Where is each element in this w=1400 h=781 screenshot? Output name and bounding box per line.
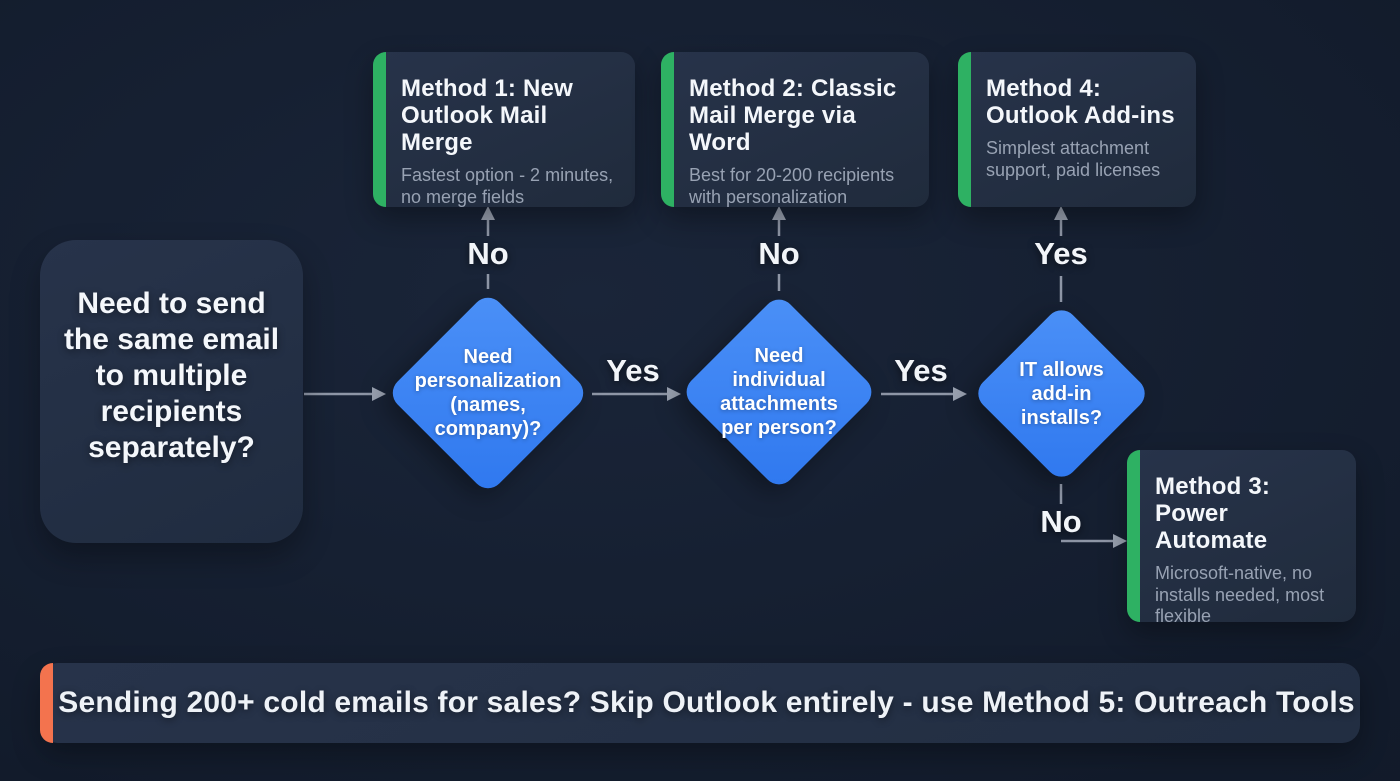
method-4-title: Method 4: Outlook Add-ins: [986, 75, 1175, 129]
green-accent-bar: [1127, 450, 1140, 622]
method-3-title: Method 3: Power Automate: [1155, 473, 1271, 554]
edge-label-yes-2: Yes: [894, 353, 948, 388]
orange-accent-bar: [40, 663, 53, 743]
method-2-title: Method 2: Classic Mail Merge via Word: [689, 75, 897, 156]
method-4-subtitle: Simplest attachment support, paid licens…: [986, 138, 1161, 180]
edge-label-yes-3: Yes: [1034, 236, 1088, 271]
edge-label-no-3: No: [1040, 504, 1082, 539]
start-node: Need to send the same email to multiple …: [40, 240, 303, 543]
method-1-subtitle: Fastest option - 2 minutes, no merge fie…: [401, 165, 614, 207]
edge-start-to-decision1: [304, 387, 386, 401]
decision-attachments: Need individual attachments per person?: [680, 293, 878, 491]
method-card-1: Method 1: New Outlook Mail Merge Fastest…: [373, 52, 635, 207]
edge-label-no-2: No: [758, 236, 800, 271]
decision-2-text: Need individual attachments per person?: [720, 345, 838, 439]
method-3-subtitle: Microsoft-native, no installs needed, mo…: [1155, 563, 1325, 626]
method-card-3: Method 3: Power Automate Microsoft-nativ…: [1127, 450, 1356, 626]
edge-decision2-to-decision3: [881, 387, 967, 401]
green-accent-bar: [661, 52, 674, 207]
method-card-4: Method 4: Outlook Add-ins Simplest attac…: [958, 52, 1196, 207]
method-2-subtitle: Best for 20-200 recipients with personal…: [689, 165, 895, 207]
method-card-2: Method 2: Classic Mail Merge via Word Be…: [661, 52, 929, 207]
footer-banner: Sending 200+ cold emails for sales? Skip…: [40, 663, 1360, 743]
green-accent-bar: [958, 52, 971, 207]
decision-1-text: Need personalization (names, company)?: [414, 346, 562, 440]
footer-banner-text: Sending 200+ cold emails for sales? Skip…: [58, 686, 1355, 719]
start-node-text: Need to send the same email to multiple …: [63, 286, 280, 464]
decision-3-text: IT allows add-in installs?: [1019, 358, 1104, 429]
edge-decision1-to-decision2: [592, 387, 681, 401]
method-1-title: Method 1: New Outlook Mail Merge: [401, 75, 573, 156]
edge-label-no-1: No: [467, 236, 509, 271]
edge-label-yes-1: Yes: [606, 353, 660, 388]
green-accent-bar: [373, 52, 386, 207]
decision-personalization: Need personalization (names, company)?: [386, 291, 590, 495]
decision-it-allows: IT allows add-in installs?: [971, 303, 1152, 484]
